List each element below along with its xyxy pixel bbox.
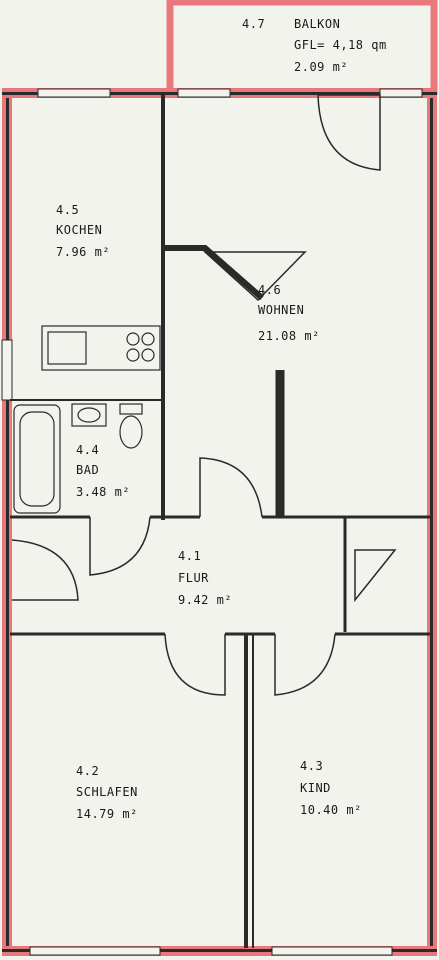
room-area: 21.08 m²	[258, 329, 320, 343]
window-bedroom	[29, 946, 161, 956]
room-name: KOCHEN	[56, 223, 102, 237]
bottom-wall-core	[2, 949, 437, 952]
room-area: 3.48 m²	[76, 485, 130, 499]
washbasin-bowl	[77, 407, 101, 423]
toilet-tank	[119, 403, 143, 415]
bathtub-inner	[19, 411, 55, 507]
room-number: 4.5	[56, 203, 79, 217]
stove-burner	[141, 332, 155, 346]
storage-symbol	[354, 549, 397, 603]
toilet-bowl	[119, 415, 143, 449]
door-swings	[11, 94, 397, 696]
washbasin	[71, 403, 107, 427]
stove-burner	[126, 332, 140, 346]
room-number: 4.4	[76, 443, 99, 457]
stove-burner	[141, 348, 155, 362]
room-extra: GFL= 4,18 qm	[294, 38, 387, 52]
room-area: 10.40 m²	[300, 803, 362, 817]
wall-living-diagonal	[163, 245, 264, 301]
room-name: FLUR	[178, 571, 209, 585]
left-wall-core	[6, 92, 9, 954]
room-area: 2.09 m²	[294, 60, 348, 74]
windows	[1, 88, 423, 956]
room-name: BAD	[76, 463, 99, 477]
room-area: 9.42 m²	[178, 593, 232, 607]
room-number: 4.6	[258, 283, 281, 297]
window-living-right	[379, 88, 423, 98]
room-labels: 4.7 BALKON GFL= 4,18 qm 2.09 m² 4.5 KOCH…	[56, 17, 387, 821]
room-number: 4.2	[76, 764, 99, 778]
door-balcony	[317, 94, 381, 171]
window-kids	[271, 946, 393, 956]
room-name: WOHNEN	[258, 303, 304, 317]
right-wall-core	[430, 92, 433, 954]
window-kitchen	[37, 88, 111, 98]
room-name: SCHLAFEN	[76, 785, 138, 799]
door-bedroom	[164, 633, 226, 696]
bathtub	[13, 404, 61, 514]
door-bath	[89, 516, 151, 576]
room-number: 4.7	[242, 17, 265, 31]
interior-walls	[10, 95, 430, 948]
room-number: 4.3	[300, 759, 323, 773]
door-entrance	[11, 539, 79, 601]
door-living	[199, 457, 263, 518]
room-area: 14.79 m²	[76, 807, 138, 821]
stove-burner	[126, 348, 140, 362]
room-name: BALKON	[294, 17, 340, 31]
window-living-left	[177, 88, 231, 98]
kitchen-sink	[47, 331, 87, 365]
room-number: 4.1	[178, 549, 201, 563]
kitchen-counter	[41, 325, 161, 371]
fixtures	[13, 325, 161, 514]
window-bath-side	[1, 339, 13, 401]
room-area: 7.96 m²	[56, 245, 110, 259]
living-opening-triangle	[203, 251, 307, 302]
room-name: KIND	[300, 781, 331, 795]
door-kids	[274, 633, 336, 696]
